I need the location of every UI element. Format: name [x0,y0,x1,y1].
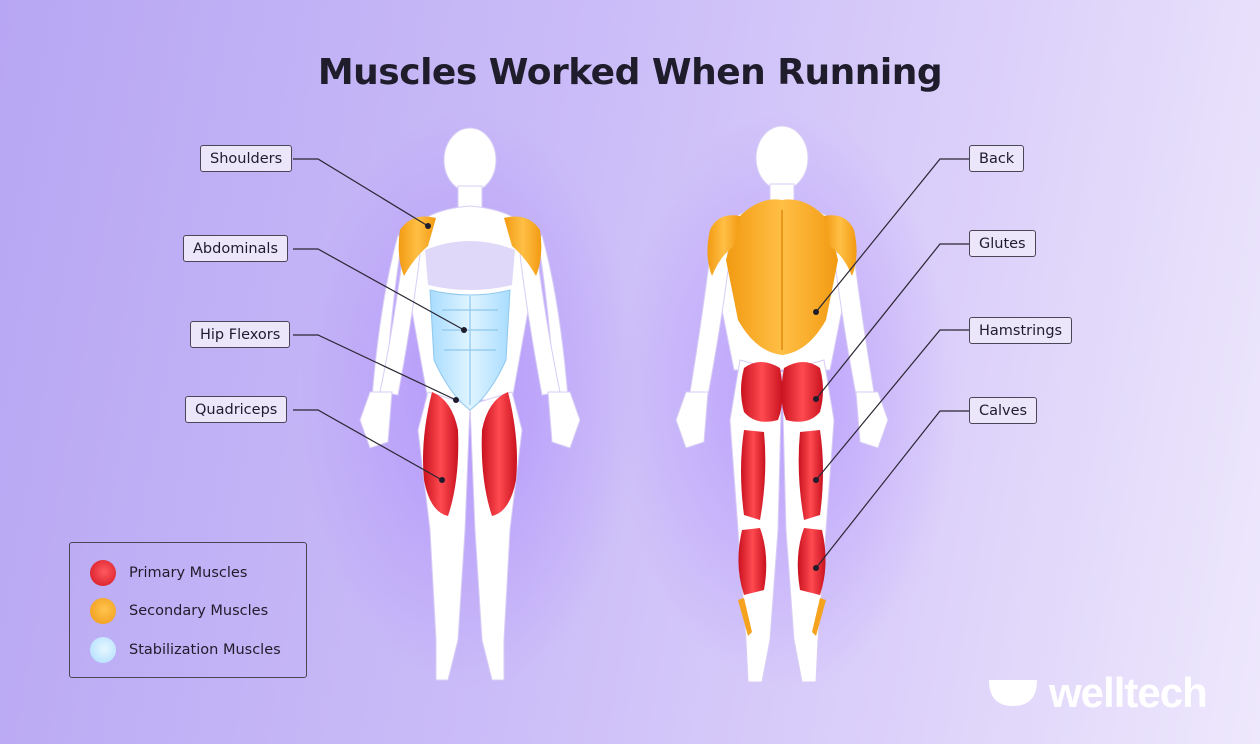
legend: Primary Muscles Secondary Muscles Stabil… [69,542,307,678]
quadriceps-leader-line [293,409,443,481]
back-leader-line [815,158,970,313]
bowl-logo-icon [989,680,1037,706]
abdominals-marker [461,327,467,333]
legend-item-stabilization: Stabilization Muscles [90,637,281,663]
label-calves: Calves [969,397,1038,424]
brand-logo: welltech [987,668,1227,718]
label-glutes: Glutes [969,230,1036,257]
hip-flexors-marker [453,397,459,403]
label-hamstrings: Hamstrings [969,317,1073,344]
label-abdominals: Abdominals [183,235,289,262]
shoulders-marker [425,223,431,229]
label-shoulders: Shoulders [200,145,293,172]
glutes-leader-line [815,243,970,400]
stabilization-swatch [90,637,116,663]
secondary-swatch [90,598,116,624]
calves-marker [813,565,819,571]
back-marker [813,309,819,315]
hamstrings-leader-line [815,329,970,481]
calves-leader-line [815,410,970,569]
label-back: Back [969,145,1025,172]
legend-label-stabilization: Stabilization Muscles [129,642,281,658]
label-quadriceps: Quadriceps [185,396,288,423]
shoulders-leader-line [293,158,429,227]
quadriceps-marker [439,477,445,483]
hip-flexors-leader-line [293,334,457,401]
legend-label-primary: Primary Muscles [129,565,248,581]
primary-swatch [90,560,116,586]
label-hip-flexors: Hip Flexors [190,321,291,348]
abdominals-leader-line [293,248,465,331]
legend-item-secondary: Secondary Muscles [90,598,268,624]
brand-name: welltech [1049,669,1208,716]
page-title: Muscles Worked When Running [317,52,943,93]
back-body-figure [675,125,889,683]
legend-item-primary: Primary Muscles [90,560,247,586]
legend-label-secondary: Secondary Muscles [129,603,269,619]
hamstrings-marker [813,477,819,483]
glutes-marker [813,396,819,402]
front-body-figure [359,127,581,681]
